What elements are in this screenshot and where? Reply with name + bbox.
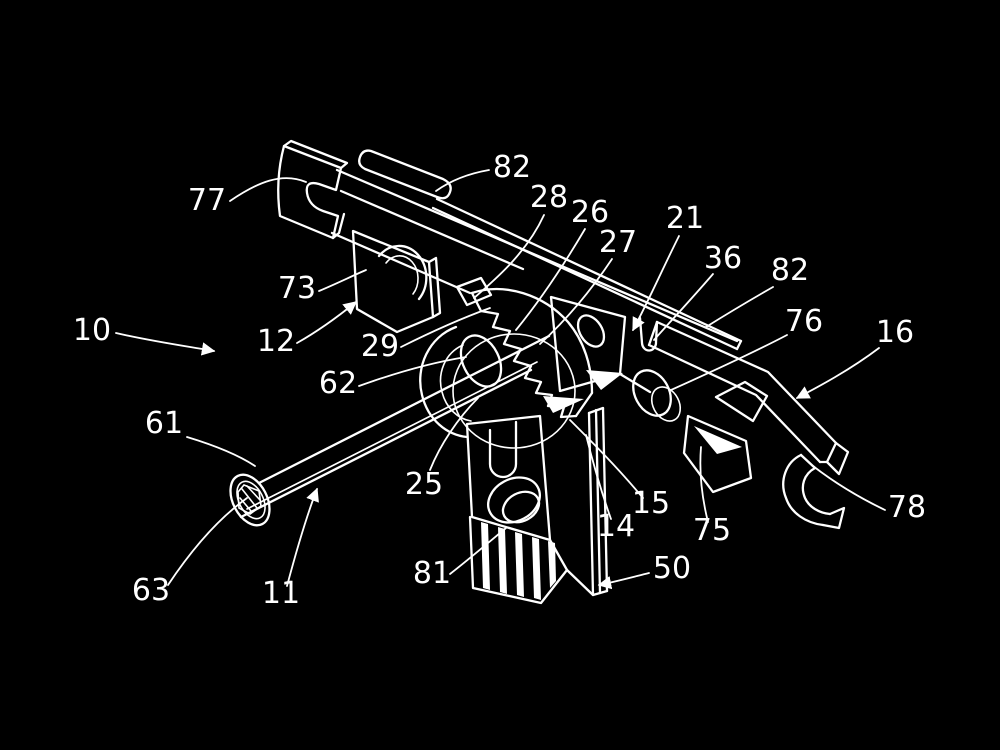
leader-75	[699, 446, 709, 523]
hex-socket	[237, 484, 262, 515]
clamp-disc	[632, 369, 672, 417]
top-rail-left	[358, 149, 452, 200]
ref-label-36: 36	[704, 241, 742, 276]
ref-label-82b: 82	[771, 253, 809, 288]
ref-label-50: 50	[653, 551, 691, 586]
leader-50	[597, 572, 650, 590]
crescent-fork-inner	[801, 466, 832, 516]
ref-label-21: 21	[666, 201, 704, 236]
ref-label-62: 62	[319, 366, 357, 401]
leader-15	[569, 419, 644, 499]
crescent-fork-outer	[782, 453, 825, 527]
block-slot	[488, 420, 518, 479]
clamp-wedge	[682, 414, 753, 494]
left-clevis-fork	[277, 139, 349, 240]
leader-26	[515, 228, 586, 331]
ref-label-77: 77	[188, 183, 226, 218]
main-beam	[330, 149, 743, 351]
ref-label-27: 27	[599, 225, 637, 260]
center-block	[465, 406, 609, 605]
gear-key	[455, 276, 493, 307]
ref-label-75: 75	[693, 513, 731, 548]
ref-label-82a: 82	[493, 150, 531, 185]
ref-label-76: 76	[785, 304, 823, 339]
ref-label-29: 29	[361, 329, 399, 364]
leader-14	[585, 434, 612, 520]
leader-21	[632, 235, 680, 332]
right-arm	[647, 320, 850, 530]
ref-label-61: 61	[145, 406, 183, 441]
leader-76	[670, 334, 788, 391]
ref-label-63: 63	[132, 573, 170, 608]
leader-lines	[115, 169, 886, 590]
ref-label-78: 78	[888, 490, 926, 525]
ref-label-16: 16	[876, 315, 914, 350]
leader-16	[795, 347, 880, 399]
leader-28	[473, 214, 545, 299]
wedge-highlights	[543, 370, 623, 413]
leader-78	[812, 465, 886, 511]
ref-label-15: 15	[632, 486, 670, 521]
leader-29	[400, 307, 491, 348]
leader-82b	[705, 286, 774, 328]
leader-81	[449, 527, 507, 575]
hanger-bracket	[351, 229, 442, 334]
socket-tube	[229, 334, 551, 527]
ref-label-26: 26	[571, 195, 609, 230]
clamp-assembly	[632, 369, 769, 494]
leader-73	[318, 269, 367, 292]
leader-62	[358, 356, 467, 387]
leader-25	[429, 397, 479, 471]
leader-63	[167, 497, 248, 586]
clamp-stud	[714, 380, 769, 423]
bore-boss-inner	[501, 490, 541, 524]
ref-label-81: 81	[413, 556, 451, 591]
ref-label-28: 28	[530, 180, 568, 215]
leader-10	[115, 332, 216, 356]
plate-slot-hole	[576, 314, 606, 348]
leader-11	[286, 487, 319, 587]
ref-label-10: 10	[73, 313, 111, 348]
ref-label-25: 25	[405, 467, 443, 502]
ref-label-12: 12	[257, 324, 295, 359]
leader-36	[653, 273, 714, 341]
ref-label-73: 73	[278, 271, 316, 306]
leader-12	[296, 301, 358, 344]
leader-61	[186, 436, 256, 467]
gear-hub	[452, 333, 576, 449]
hook-notch	[638, 316, 659, 352]
leader-77	[229, 177, 307, 202]
ref-label-14: 14	[597, 509, 635, 544]
bore-boss-outer	[487, 476, 541, 524]
leader-82a	[435, 169, 490, 192]
top-rail-right	[435, 197, 743, 343]
leader-27	[539, 258, 613, 345]
ref-label-11: 11	[262, 576, 300, 611]
